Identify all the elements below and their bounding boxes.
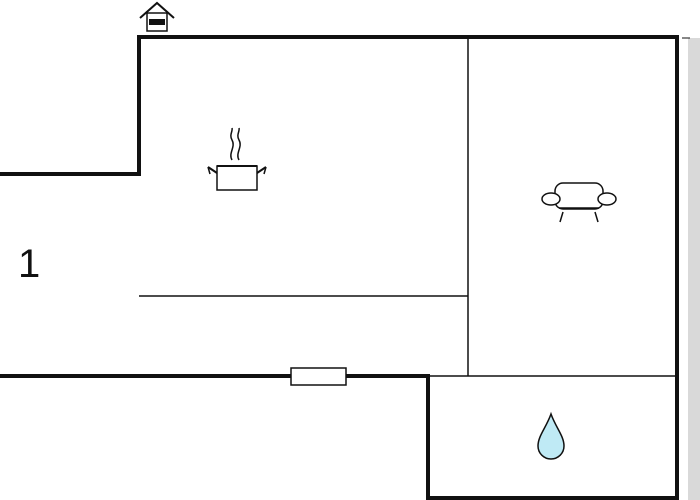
water-drop-icon: [537, 411, 565, 460]
interior-walls: [139, 37, 677, 377]
unit-number-label: 1: [18, 242, 41, 286]
sofa-icon: [541, 182, 617, 223]
cooking-pot-icon: [207, 127, 267, 191]
outer-strip: [688, 38, 700, 500]
house-entrance-icon: [139, 1, 175, 32]
exterior-walls: [0, 35, 679, 500]
window: [290, 367, 347, 386]
